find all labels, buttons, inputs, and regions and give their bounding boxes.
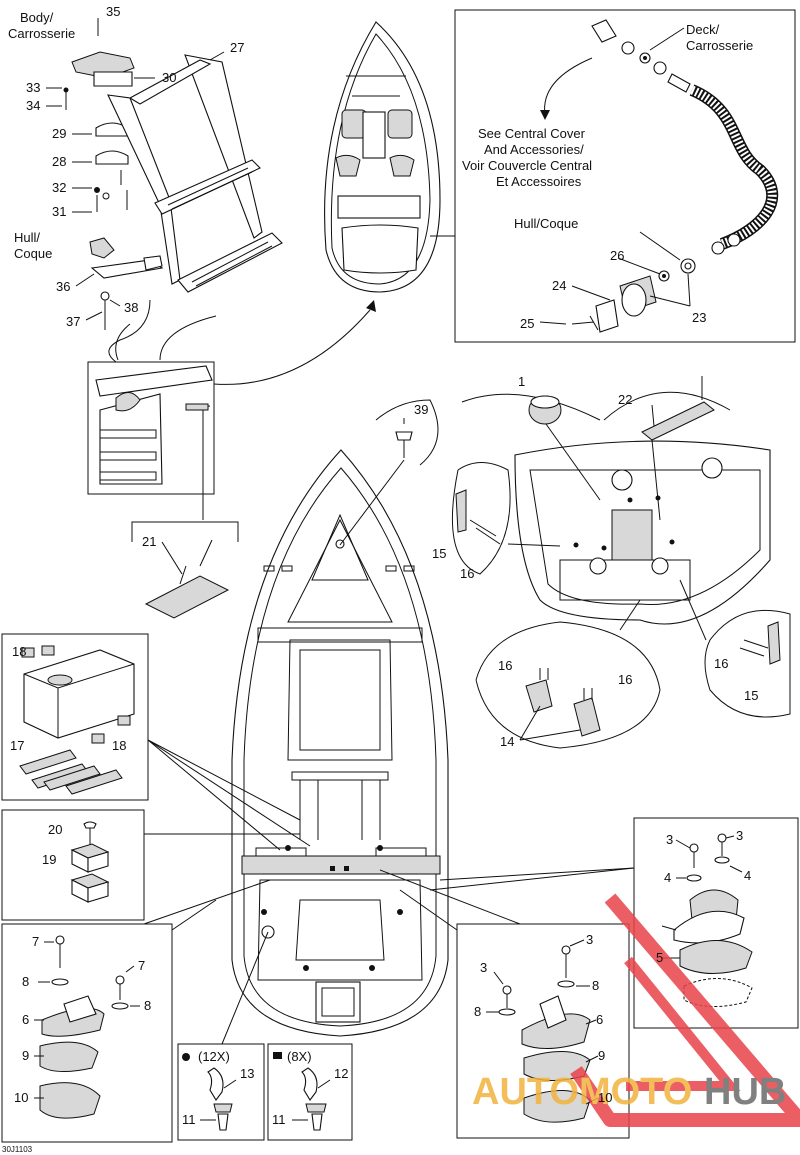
bracket-exploded-left (1, 879, 271, 1143)
callout-4a: 4 (664, 870, 671, 885)
label-hull-2: Coque (14, 246, 52, 261)
text-labels: Body/ Carrosserie Deck/ Carrosserie Hull… (2, 10, 753, 1154)
callout-23: 23 (692, 310, 706, 325)
label-deck-2: Carrosserie (686, 38, 753, 53)
label-deck-1: Deck/ (686, 22, 720, 37)
main-hull (231, 449, 449, 1037)
ladder-assembly (46, 18, 283, 363)
callout-31: 31 (52, 204, 66, 219)
callout-16a: 16 (460, 566, 474, 581)
callout-16c: 16 (618, 672, 632, 687)
callout-18a: 18 (12, 644, 26, 659)
callout-39: 39 (414, 402, 428, 417)
callout-9b: 9 (598, 1048, 605, 1063)
hose-assembly (430, 9, 796, 343)
callout-8d: 8 (474, 1004, 481, 1019)
callout-15b: 15 (744, 688, 758, 703)
callout-9a: 9 (22, 1048, 29, 1063)
callout-1: 1 (518, 374, 525, 389)
qty-12x: (12X) (198, 1049, 230, 1064)
engine-compartment (451, 376, 791, 749)
callout-20: 20 (48, 822, 62, 837)
callout-19: 19 (42, 852, 56, 867)
callout-14: 14 (500, 734, 514, 749)
boat-overview (324, 21, 441, 293)
callout-10a: 10 (14, 1090, 28, 1105)
label-body-2: Carrosserie (8, 26, 75, 41)
central-cover-4: Et Accessoires (496, 174, 582, 189)
callout-16d: 16 (714, 656, 728, 671)
callout-13: 13 (240, 1066, 254, 1081)
parts-17-18-box (1, 633, 311, 851)
callout-6b: 6 (596, 1012, 603, 1027)
central-cover-1: See Central Cover (478, 126, 586, 141)
drawing-code: 30J1103 (2, 1145, 33, 1154)
part39-detail (339, 399, 439, 546)
callout-3c: 3 (666, 832, 673, 847)
callout-numbers: 35 27 30 33 34 29 28 32 31 36 38 37 26 2… (10, 4, 758, 1127)
central-cover-3: Voir Couvercle Central (462, 158, 592, 173)
callout-24: 24 (552, 278, 566, 293)
callout-16b: 16 (498, 658, 512, 673)
tie-box-8x (267, 1043, 353, 1141)
callout-7b: 7 (138, 958, 145, 973)
callout-4b: 4 (744, 868, 751, 883)
watermark-text-a: AUTOMOTO (472, 1071, 692, 1113)
parts-19-20-box (1, 809, 300, 921)
callout-11a: 11 (182, 1112, 196, 1127)
callout-3a: 3 (586, 932, 593, 947)
watermark-logo: AUTOMOTO HUB (472, 893, 800, 1127)
callout-10b: 10 (598, 1090, 612, 1105)
callout-8a: 8 (22, 974, 29, 989)
bracket-exploded-right (379, 869, 630, 1139)
callout-34: 34 (26, 98, 40, 113)
central-cover-2: And Accessories/ (484, 142, 584, 157)
callout-5: 5 (656, 950, 663, 965)
label-hull-right: Hull/Coque (514, 216, 578, 231)
callout-11b: 11 (272, 1112, 286, 1127)
callout-12: 12 (334, 1066, 348, 1081)
callout-28: 28 (52, 154, 66, 169)
callout-26: 26 (610, 248, 624, 263)
callout-27: 27 (230, 40, 244, 55)
callout-3b: 3 (480, 960, 487, 975)
callout-17: 17 (10, 738, 24, 753)
callout-36: 36 (56, 279, 70, 294)
label-hull-1: Hull/ (14, 230, 40, 245)
callout-3d: 3 (736, 828, 743, 843)
qty-8x: (8X) (287, 1049, 312, 1064)
watermark-text-b: HUB (704, 1071, 786, 1113)
callout-7a: 7 (32, 934, 39, 949)
callout-32: 32 (52, 180, 66, 195)
callout-15a: 15 (432, 546, 446, 561)
label-body-1: Body/ (20, 10, 54, 25)
callout-6a: 6 (22, 1012, 29, 1027)
ladder-detail (87, 300, 376, 520)
tie-box-12x (177, 931, 269, 1141)
callout-30: 30 (162, 70, 176, 85)
callout-22: 22 (618, 392, 632, 407)
callout-38: 38 (124, 300, 138, 315)
callout-8c: 8 (592, 978, 599, 993)
callout-25: 25 (520, 316, 534, 331)
filled-circle-icon (182, 1053, 190, 1061)
mount-box (429, 817, 799, 1029)
callout-35: 35 (106, 4, 120, 19)
callout-29: 29 (52, 126, 66, 141)
filled-square-icon (273, 1052, 282, 1059)
callout-8b: 8 (144, 998, 151, 1013)
callout-33: 33 (26, 80, 40, 95)
callout-37: 37 (66, 314, 80, 329)
part21-box (131, 521, 239, 619)
callout-18b: 18 (112, 738, 126, 753)
callout-21: 21 (142, 534, 156, 549)
